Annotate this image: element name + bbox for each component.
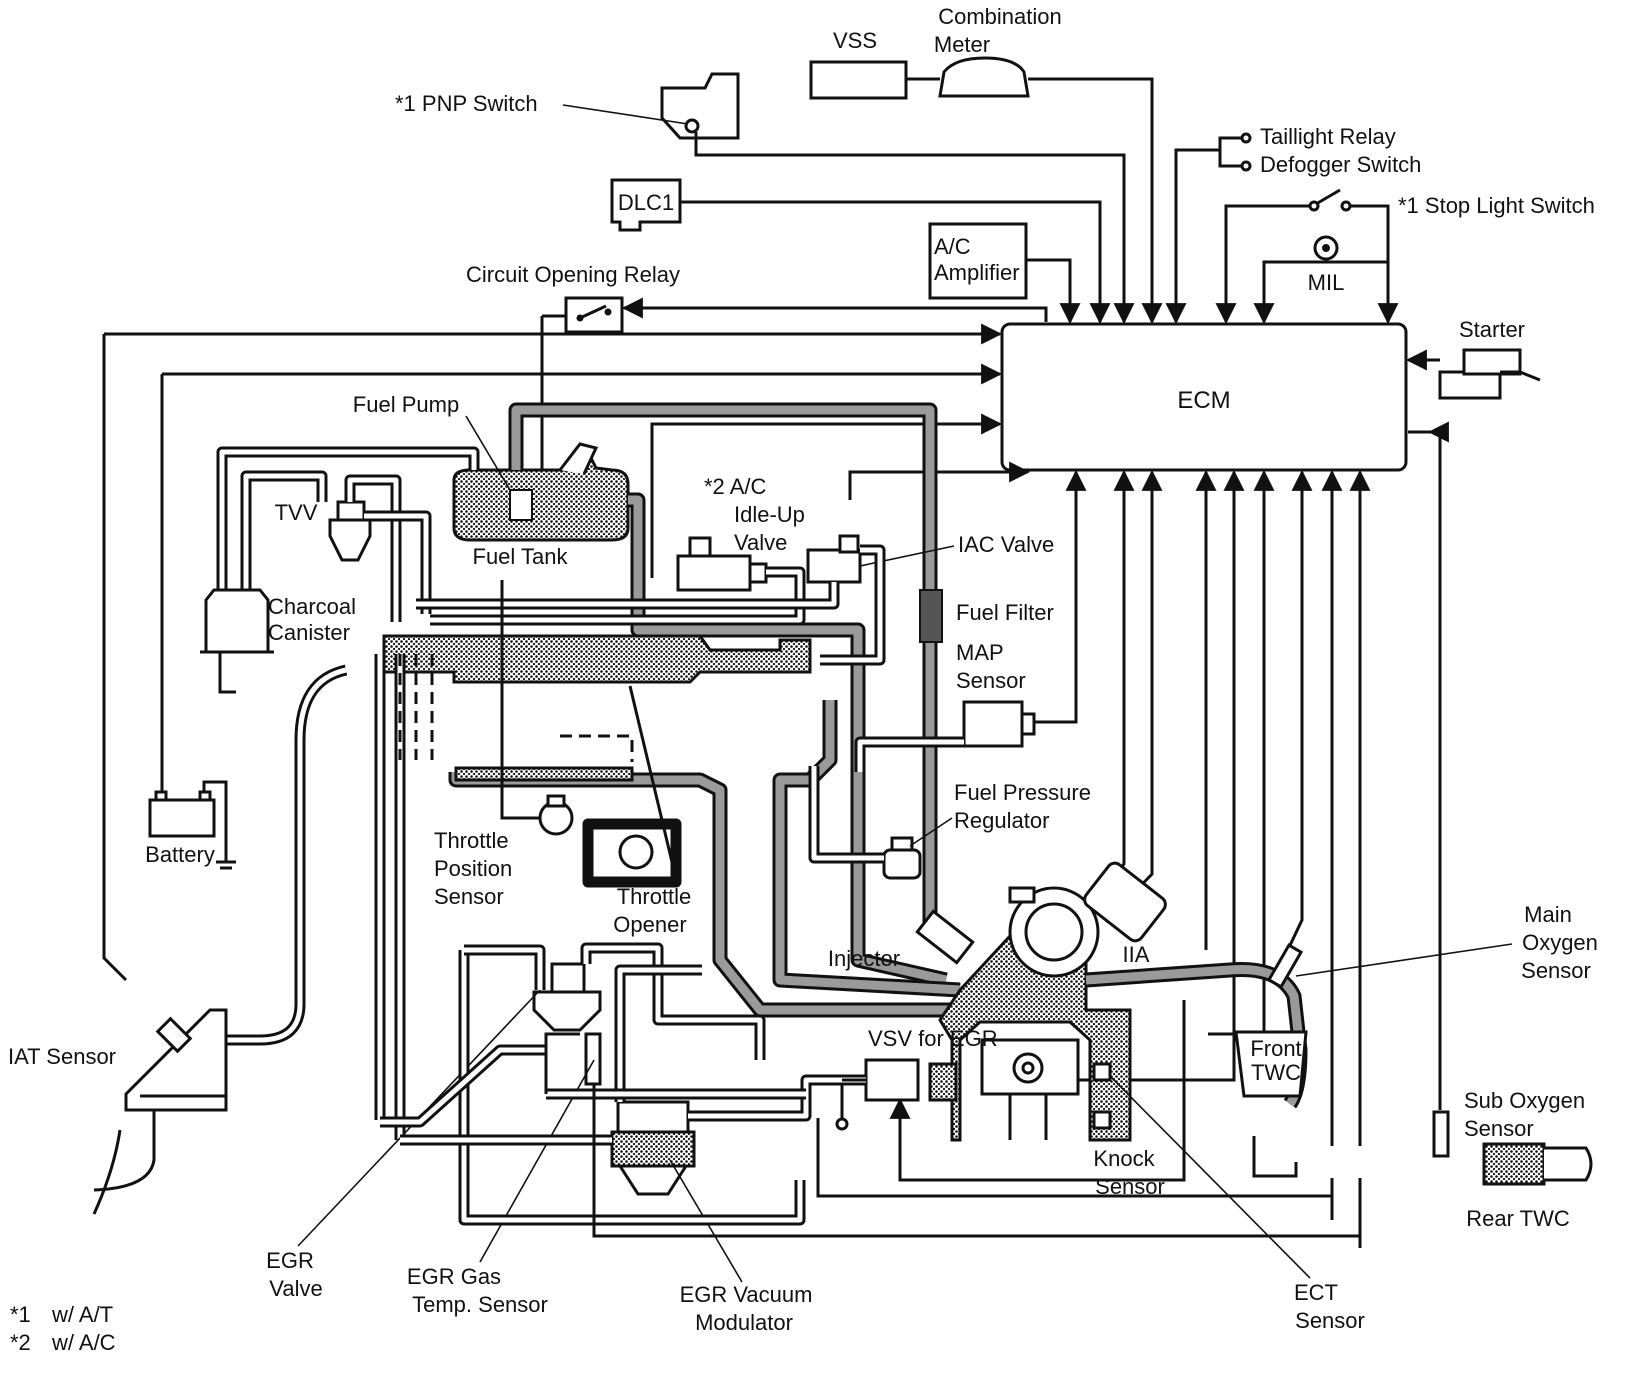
throttle-opener: Throttle Opener [582, 818, 692, 937]
throttle-opener-label-2: Opener [613, 912, 686, 937]
battery-label: Battery [145, 842, 215, 867]
egr-valve-label-1: EGR [266, 1248, 314, 1273]
taillight-relay-defogger-switch: Taillight Relay Defogger Switch [1176, 124, 1421, 322]
throttle-opener-label-1: Throttle [617, 884, 692, 909]
ac-idle-up-label-2: Idle-Up [734, 502, 805, 527]
knock-sensor-label-2: Sensor [1095, 1174, 1165, 1199]
map-sensor-label-2: Sensor [956, 668, 1026, 693]
taillight-relay-label: Taillight Relay [1260, 124, 1396, 149]
ac-idle-up-label-3: Valve [734, 530, 787, 555]
ect-sensor-label-1: ECT [1294, 1280, 1338, 1305]
egr-gas-temp-sensor: EGR Gas Temp. Sensor [407, 1032, 602, 1317]
combination-meter-label-2: Meter [934, 32, 990, 57]
dlc1-label: DLC1 [618, 190, 674, 215]
footnote-text-2: w/ A/C [51, 1330, 116, 1355]
fuel-pressure-regulator: Fuel Pressure Regulator [882, 780, 1091, 880]
main-oxygen-sensor-label-1: Main [1524, 902, 1572, 927]
charcoal-canister: Charcoal Canister [200, 588, 356, 694]
stop-light-switch-label: *1 Stop Light Switch [1398, 193, 1595, 218]
fuel-tank: Fuel Tank Fuel Pump [353, 392, 630, 569]
throttle-position-sensor-label-3: Sensor [434, 884, 504, 909]
main-oxygen-sensor-label-3: Sensor [1521, 958, 1591, 983]
rear-twc: Rear TWC [1466, 1142, 1593, 1231]
iat-sensor: IAT Sensor [8, 1008, 228, 1215]
injector-label: Injector [828, 946, 900, 971]
sub-oxygen-sensor: Sub Oxygen Sensor [1432, 1088, 1585, 1158]
charcoal-canister-label-2: Canister [268, 620, 350, 645]
vsv-for-egr-label: VSV for EGR [868, 1026, 998, 1051]
egr-vacuum-modulator: EGR Vacuum Modulator [610, 1100, 813, 1335]
egr-vacuum-modulator-label-2: Modulator [695, 1310, 793, 1335]
egr-gas-temp-sensor-label-2: Temp. Sensor [412, 1292, 548, 1317]
combination-meter-label-1: Combination [938, 4, 1062, 29]
iac-valve-label: IAC Valve [958, 532, 1054, 557]
egr-valve-label-2: Valve [269, 1276, 322, 1301]
fuel-filter: Fuel Filter [919, 589, 1054, 643]
vss: VSS [809, 28, 908, 100]
footnote-text-1: w/ A/T [51, 1302, 113, 1327]
ect-sensor: ECT Sensor [1092, 1062, 1365, 1333]
sub-oxygen-sensor-label-2: Sensor [1464, 1116, 1534, 1141]
iia-label: IIA [1123, 942, 1150, 967]
charcoal-canister-label-1: Charcoal [268, 594, 356, 619]
stop-light-switch: *1 Stop Light Switch [1215, 188, 1595, 325]
fuel-pump-label: Fuel Pump [353, 392, 459, 417]
dlc1: DLC1 [610, 178, 682, 232]
combination-meter: Combination Meter [934, 4, 1062, 98]
ecm: ECM [1000, 322, 1408, 472]
main-oxygen-sensor-label-2: Oxygen [1522, 930, 1598, 955]
starter-label: Starter [1459, 317, 1525, 342]
ecm-label: ECM [1177, 387, 1230, 414]
ac-amplifier: A/C Amplifier [928, 222, 1028, 300]
circuit-opening-relay-label: Circuit Opening Relay [466, 262, 680, 287]
knock-sensor-label-1: Knock [1093, 1146, 1155, 1171]
tvv-label: TVV [275, 500, 318, 525]
iia: IIA [1083, 861, 1167, 967]
pnp-switch-label: *1 PNP Switch [395, 91, 538, 116]
engine [938, 886, 1132, 1142]
map-sensor: MAP Sensor [956, 640, 1036, 748]
iat-sensor-label: IAT Sensor [8, 1044, 116, 1069]
main-oxygen-sensor: Main Oxygen Sensor [1266, 902, 1598, 989]
ac-amplifier-label-1: A/C [934, 234, 971, 259]
rear-twc-label: Rear TWC [1466, 1206, 1570, 1231]
injector: Injector [828, 909, 975, 971]
mil: MIL [1253, 235, 1388, 325]
defogger-switch-label: Defogger Switch [1260, 152, 1421, 177]
front-twc: Front TWC [1234, 1030, 1308, 1098]
footnote-mark-1: *1 [10, 1302, 31, 1327]
egr-valve: EGR Valve [266, 962, 602, 1301]
mil-label: MIL [1308, 270, 1345, 295]
egr-vacuum-modulator-label-1: EGR Vacuum [680, 1282, 813, 1307]
throttle-position-sensor-label-1: Throttle [434, 828, 509, 853]
throttle-position-sensor: Throttle Position Sensor [434, 794, 574, 909]
ac-amplifier-label-2: Amplifier [934, 260, 1020, 285]
fuel-pressure-regulator-label-1: Fuel Pressure [954, 780, 1091, 805]
sub-oxygen-sensor-label-1: Sub Oxygen [1464, 1088, 1585, 1113]
front-twc-label-2: TWC [1251, 1060, 1301, 1085]
vss-label: VSS [833, 28, 877, 53]
front-twc-label-1: Front [1250, 1036, 1301, 1061]
starter: Starter [1405, 317, 1541, 400]
map-sensor-label-1: MAP [956, 640, 1004, 665]
iac-valve: IAC Valve [806, 532, 1054, 584]
knock-sensor: Knock Sensor [1092, 1110, 1165, 1199]
egr-gas-temp-sensor-label-1: EGR Gas [407, 1264, 501, 1289]
fuel-filter-label: Fuel Filter [956, 600, 1054, 625]
pnp-switch: *1 PNP Switch [395, 72, 740, 140]
fuel-pressure-regulator-label-2: Regulator [954, 808, 1049, 833]
footnote-mark-2: *2 [10, 1330, 31, 1355]
throttle-position-sensor-label-2: Position [434, 856, 512, 881]
ac-idle-up-label-1: *2 A/C [704, 474, 766, 499]
ac-idle-up-valve: *2 A/C Idle-Up Valve [676, 474, 805, 592]
circuit-opening-relay: Circuit Opening Relay [466, 262, 1048, 480]
ect-sensor-label-2: Sensor [1295, 1308, 1365, 1333]
footnotes: *1 w/ A/T *2 w/ A/C [10, 1302, 116, 1355]
tvv: TVV [275, 500, 372, 562]
fuel-tank-label: Fuel Tank [473, 544, 569, 569]
battery: Battery [145, 780, 236, 870]
